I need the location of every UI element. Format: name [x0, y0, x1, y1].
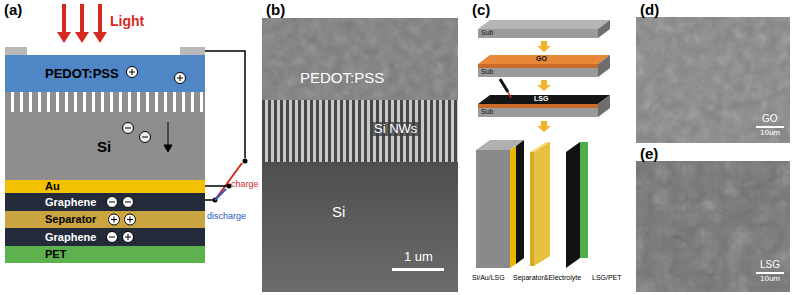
scale-label: 1 um: [404, 250, 433, 264]
sem-nanowires: [262, 100, 458, 162]
exploded-stack: [476, 140, 588, 268]
arrow-head: [537, 46, 551, 52]
layer-label: PET: [45, 249, 66, 260]
nanowire-gaps: [5, 92, 205, 112]
process-arrow: [537, 121, 551, 132]
wire: [205, 51, 245, 158]
component-label: LSG/PET: [592, 274, 622, 282]
scale-label: 10um: [760, 129, 780, 138]
lsg-slab: [478, 79, 610, 117]
sem-texture: [636, 17, 790, 143]
laser-beam: [508, 92, 511, 98]
scale-label: 10um: [760, 275, 780, 284]
discharge-label: discharge: [207, 212, 246, 222]
slab-side: [598, 20, 610, 38]
layer-label: Separator: [45, 214, 96, 225]
slab-front: [478, 29, 598, 38]
go-slab: [478, 55, 610, 77]
slab-side: [598, 95, 610, 117]
panel-label: (d): [640, 2, 659, 19]
scale-bar: [392, 268, 444, 271]
arrow-head: [537, 85, 551, 91]
panel-label: (e): [640, 146, 658, 163]
layer-label: Si: [97, 139, 111, 154]
substrate-label: Sub: [481, 108, 493, 116]
lsg-plate: [566, 142, 580, 268]
layer-label: GO: [536, 55, 547, 63]
contact-dot: [227, 184, 232, 189]
layer-band: Graphene: [5, 193, 205, 211]
go-top: [478, 55, 610, 64]
layer-label: Au: [45, 181, 60, 192]
substrate-label: Sub: [481, 68, 493, 76]
sem-layer-label: Si NWs: [372, 122, 419, 136]
top-electrode: [5, 47, 27, 55]
sem-pedot-region: [262, 18, 458, 100]
arrow-shaft: [541, 80, 547, 85]
sem-layer-label: PEDOT:PSS: [300, 70, 384, 87]
go-front: [478, 64, 598, 68]
top-electrode: [180, 47, 205, 55]
lsg-top: [478, 95, 610, 104]
light-arrow: [80, 4, 84, 34]
light-arrows: [57, 4, 107, 43]
scale-bar: [756, 272, 784, 274]
slab-front: [478, 108, 598, 117]
panel-label: (b): [266, 2, 285, 19]
light-label: Light: [110, 14, 144, 29]
sem-go: [636, 17, 790, 143]
substrate-slab: [478, 20, 610, 38]
laser-pen: [500, 79, 508, 92]
scale-bar: [756, 126, 784, 128]
layer-label: Graphene: [45, 197, 96, 208]
light-arrow: [98, 4, 102, 34]
sem-si-substrate: [262, 162, 458, 292]
arrow-shaft: [541, 41, 547, 46]
sem-lsg: [636, 161, 790, 292]
charge-label: charge: [231, 180, 259, 190]
light-arrow: [62, 4, 66, 34]
slab-top: [478, 20, 610, 29]
sem-texture: [636, 161, 790, 292]
au-layer: [510, 146, 516, 268]
panel-label: (a): [4, 2, 22, 19]
layer-band: Au: [5, 180, 205, 193]
layer-label: PEDOT:PSS: [45, 67, 119, 80]
component-label: Si/Au/LSG: [472, 274, 505, 282]
separator-plate: [534, 142, 550, 266]
sample-label: LSG: [760, 259, 780, 270]
layer-band: Separator: [5, 211, 205, 228]
layer-band: Graphene: [5, 228, 205, 246]
sem-texture: [262, 18, 458, 100]
sem-layer-label: Si: [332, 204, 345, 221]
discharge-switch-arm: [215, 189, 226, 200]
layer-label: Graphene: [45, 232, 96, 243]
process-arrow: [537, 41, 551, 52]
process-arrow: [537, 80, 551, 91]
arrow-head: [57, 32, 71, 43]
pet-layer: [580, 142, 588, 258]
layer-label: LSG: [534, 95, 548, 103]
contact-dot: [243, 159, 248, 164]
layer-band: Si: [5, 112, 205, 180]
panel-label: (c): [472, 2, 490, 19]
wire: [205, 185, 228, 187]
nanowire-pillars: [5, 92, 205, 112]
arrow-head: [75, 32, 89, 43]
layer-band: PET: [5, 246, 205, 263]
arrow-head: [93, 32, 107, 43]
arrow-shaft: [541, 121, 547, 126]
substrate-label: Sub: [481, 29, 493, 37]
si-plate: [476, 150, 510, 268]
separator-edge: [530, 152, 534, 266]
component-label: Separator&Electrolyte: [513, 274, 581, 282]
sample-label: GO: [762, 113, 778, 124]
slab-front: [478, 68, 598, 77]
arrow-head: [537, 126, 551, 132]
layer-band: PEDOT:PSS: [5, 55, 205, 92]
slab-side: [598, 55, 610, 77]
go-front: [478, 104, 598, 108]
lsg-layer: [516, 140, 524, 264]
